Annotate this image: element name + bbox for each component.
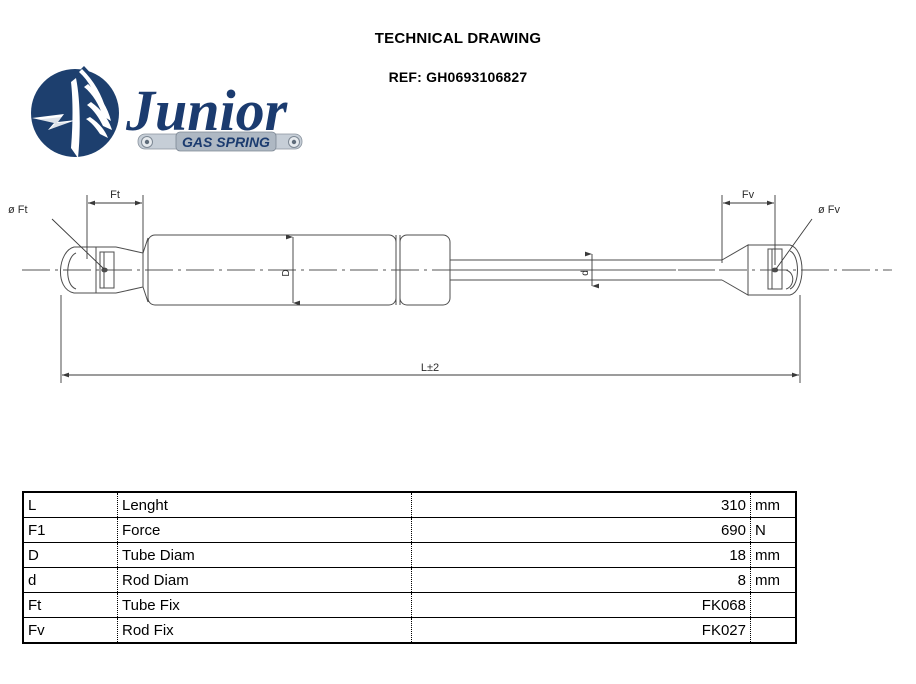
phi-ft-leader (51, 218, 105, 270)
dim-label-phi-ft: ø Ft (8, 204, 28, 216)
gas-spring-tube (147, 234, 451, 306)
cell-value: 8 (411, 567, 751, 593)
left-eyelet (60, 237, 149, 303)
cell-symbol: D (23, 542, 118, 568)
drawing-reference: REF: GH0693106827 (388, 69, 528, 85)
table-row: Fv Rod Fix FK027 (23, 617, 797, 644)
cell-description: Lenght (117, 492, 412, 518)
cell-description: Rod Diam (117, 567, 412, 593)
cell-unit (750, 592, 796, 618)
technical-drawing: Ft Fv ø Ft ø Fv D d L±2 (0, 175, 916, 405)
cell-value: 690 (411, 517, 751, 543)
dim-label-ft: Ft (110, 189, 120, 201)
dim-label-phi-fv: ø Fv (818, 204, 840, 216)
cell-unit (751, 618, 797, 644)
phi-fv-leader (775, 218, 813, 270)
table-row: F1 Force 690 N (23, 517, 796, 543)
cell-value: FK027 (411, 617, 751, 643)
cell-symbol: d (23, 567, 118, 593)
table-row: D Tube Diam 18 mm (23, 542, 796, 568)
cell-value: 18 (411, 542, 751, 568)
cell-symbol: L (23, 492, 118, 518)
cell-description: Force (117, 517, 412, 543)
table-row: L Lenght 310 mm (23, 492, 796, 518)
dim-label-rod-diam: d (580, 270, 591, 276)
cell-value: 310 (411, 492, 751, 518)
cell-symbol: Ft (23, 592, 118, 618)
dim-label-fv: Fv (742, 189, 755, 201)
cell-description: Tube Diam (117, 542, 412, 568)
table-row: d Rod Diam 8 mm (23, 567, 796, 593)
right-eyelet (721, 244, 803, 296)
gas-spring-bar-icon: GAS SPRING (137, 131, 303, 152)
dim-label-tube-diam: D (281, 269, 292, 276)
cell-symbol: F1 (23, 517, 118, 543)
cell-unit: mm (750, 567, 796, 593)
spec-table-body: L Lenght 310 mm F1 Force 690 N D Tube Di… (23, 492, 796, 643)
cell-description: Tube Fix (117, 592, 412, 618)
dim-label-overall: L±2 (421, 362, 439, 374)
specification-table: L Lenght 310 mm F1 Force 690 N D Tube Di… (22, 491, 797, 644)
page-title: TECHNICAL DRAWING (374, 30, 542, 47)
cell-unit: mm (750, 542, 796, 568)
cell-unit: N (750, 517, 796, 543)
cell-value: FK068 (411, 592, 751, 618)
cell-unit: mm (750, 492, 796, 518)
table-row: Ft Tube Fix FK068 (23, 592, 796, 618)
brand-logo: Junior GAS SPRING (18, 58, 318, 168)
logo-tagline: GAS SPRING (182, 134, 270, 150)
cell-symbol: Fv (23, 617, 118, 643)
cell-description: Rod Fix (117, 617, 412, 643)
logo-emblem-icon (31, 66, 119, 158)
